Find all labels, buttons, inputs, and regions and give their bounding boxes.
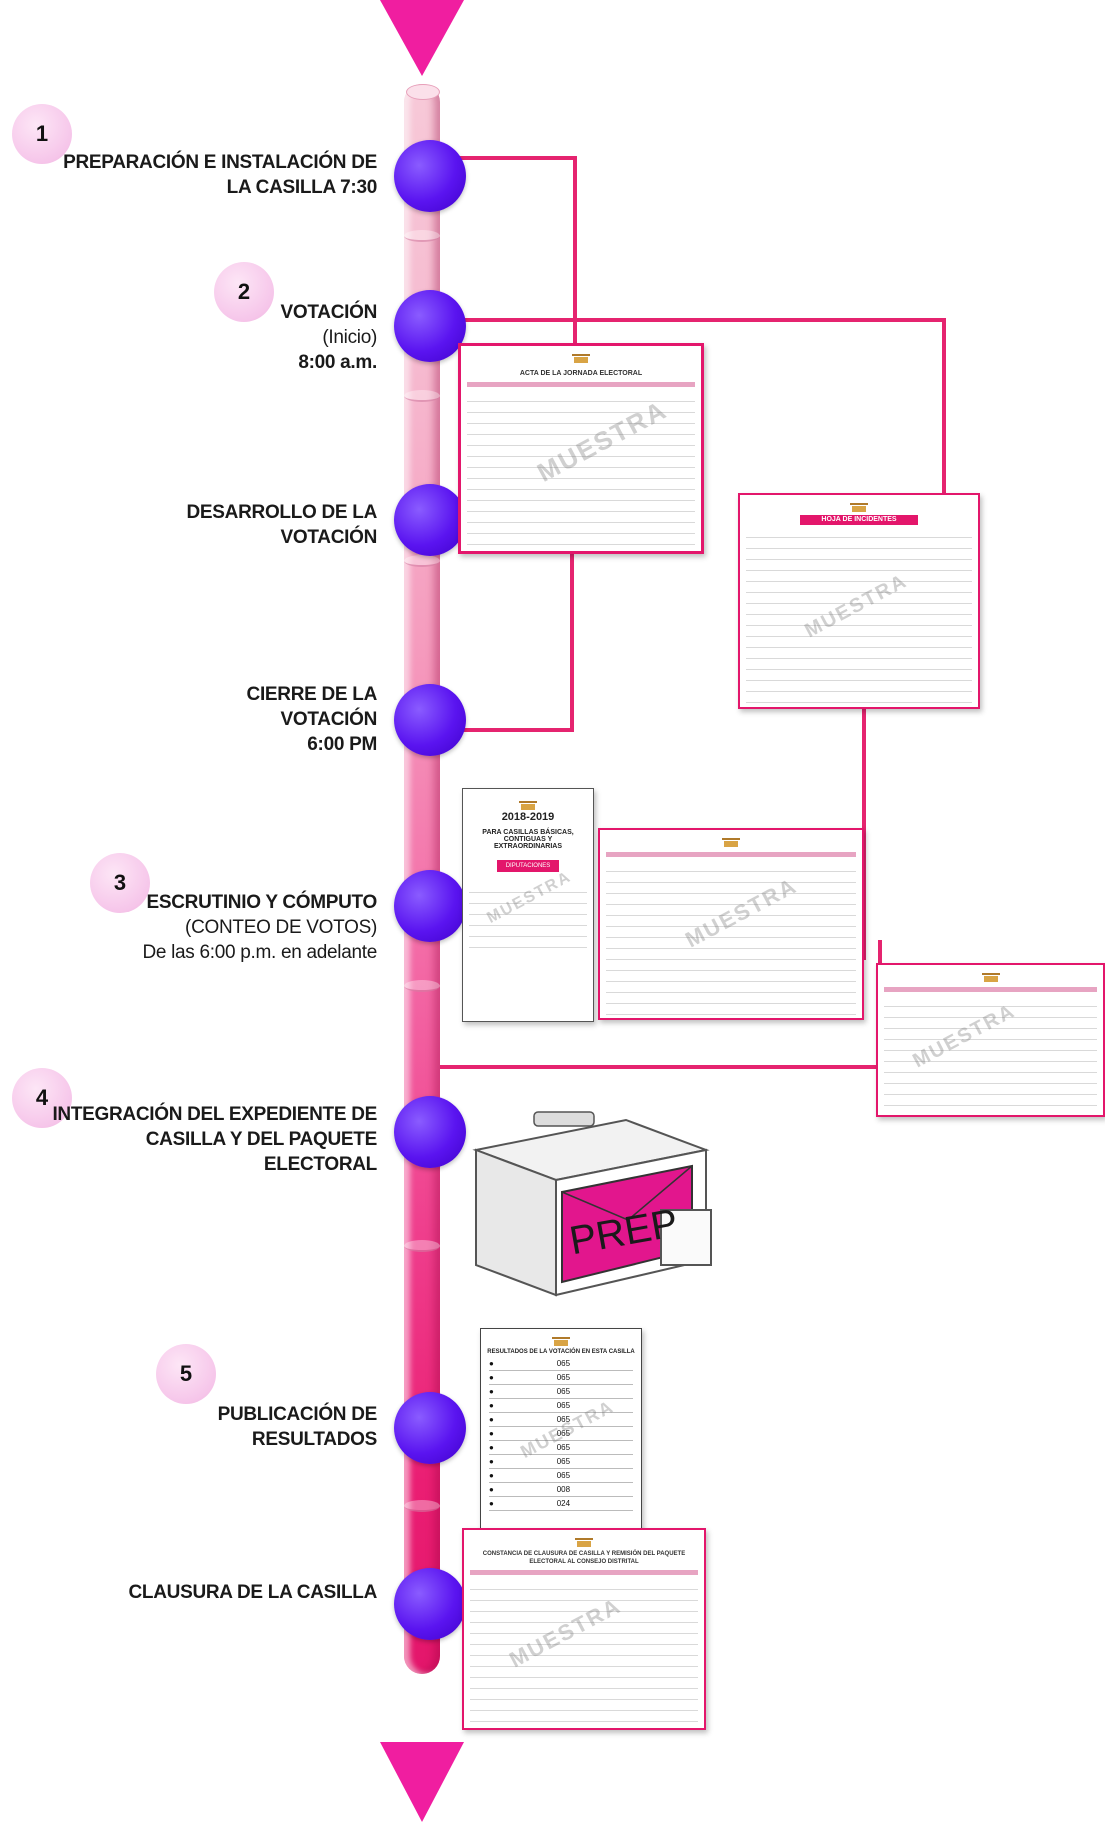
- ietam-logo-icon: [573, 1534, 595, 1548]
- document-title: CONSTANCIA DE CLAUSURA DE CASILLA Y REMI…: [474, 1550, 694, 1566]
- result-value: 065: [557, 1399, 570, 1412]
- connector-line: [458, 156, 576, 160]
- document-title: HOJA DE INCIDENTES: [800, 515, 918, 525]
- timeline-node: [394, 290, 466, 362]
- cuadernillo-year: 2018-2019: [463, 811, 593, 823]
- cuadernillo-document: 2018-2019 PARA CASILLAS BÁSICAS, CONTIGU…: [462, 788, 594, 1022]
- result-value: 065: [557, 1371, 570, 1384]
- timeline-node: [394, 684, 466, 756]
- tube-ring: [404, 980, 440, 992]
- result-value: 024: [557, 1497, 570, 1510]
- document-title: PARA CASILLAS BÁSICAS, CONTIGUAS Y EXTRA…: [471, 829, 585, 850]
- tube-ring: [404, 555, 440, 567]
- step-label-clausura: CLAUSURA DE LA CASILLA: [77, 1580, 377, 1605]
- result-value: 065: [557, 1469, 570, 1482]
- tube-ring: [404, 230, 440, 242]
- ietam-logo-icon: [720, 834, 742, 848]
- connector-line: [942, 318, 946, 493]
- connector-line: [440, 1065, 880, 1069]
- top-arrow-icon: [380, 0, 464, 76]
- ietam-logo-icon: [550, 1333, 572, 1347]
- tube-ring: [404, 390, 440, 402]
- document-title: RESULTADOS DE LA VOTACIÓN EN ESTA CASILL…: [485, 1349, 637, 1355]
- connector-line: [458, 728, 574, 732]
- step-number-badge: 5: [156, 1344, 216, 1404]
- timeline-node: [394, 870, 466, 942]
- timeline-node: [394, 1392, 466, 1464]
- result-value: 065: [557, 1455, 570, 1468]
- ietam-logo-icon: [980, 969, 1002, 983]
- tube-ring: [404, 1240, 440, 1252]
- result-value: 065: [557, 1357, 570, 1370]
- constancia-clausura-document: CONSTANCIA DE CLAUSURA DE CASILLA Y REMI…: [462, 1528, 706, 1730]
- result-value: 008: [557, 1483, 570, 1496]
- connector-line: [440, 318, 944, 322]
- step-label-escrutinio: ESCRUTINIO Y CÓMPUTO (CONTEO DE VOTOS) D…: [37, 890, 377, 965]
- ietam-logo-icon: [848, 499, 870, 513]
- timeline-node: [394, 140, 466, 212]
- ietam-logo-icon: [570, 350, 592, 364]
- recibo-document: MUESTRA: [876, 963, 1105, 1117]
- resultados-document: RESULTADOS DE LA VOTACIÓN EN ESTA CASILL…: [480, 1328, 642, 1546]
- connector-line: [570, 545, 574, 730]
- ietam-logo-icon: [517, 797, 539, 811]
- acta-escrutinio-document: MUESTRA: [598, 828, 864, 1020]
- timeline-node: [394, 484, 466, 556]
- timeline-node: [394, 1568, 466, 1640]
- bottom-arrow-icon: [380, 1742, 464, 1822]
- document-title: ACTA DE LA JORNADA ELECTORAL: [461, 370, 701, 378]
- diputaciones-badge: DIPUTACIONES: [497, 860, 559, 872]
- prep-package-icon: PREP: [456, 1110, 726, 1300]
- result-value: 065: [557, 1385, 570, 1398]
- hoja-incidentes-document: HOJA DE INCIDENTES MUESTRA: [738, 493, 980, 709]
- tube-ring: [404, 1500, 440, 1512]
- acta-jornada-document: ACTA DE LA JORNADA ELECTORAL MUESTRA: [458, 343, 704, 554]
- step-label-votacion: VOTACIÓN (Inicio) 8:00 a.m.: [77, 300, 377, 375]
